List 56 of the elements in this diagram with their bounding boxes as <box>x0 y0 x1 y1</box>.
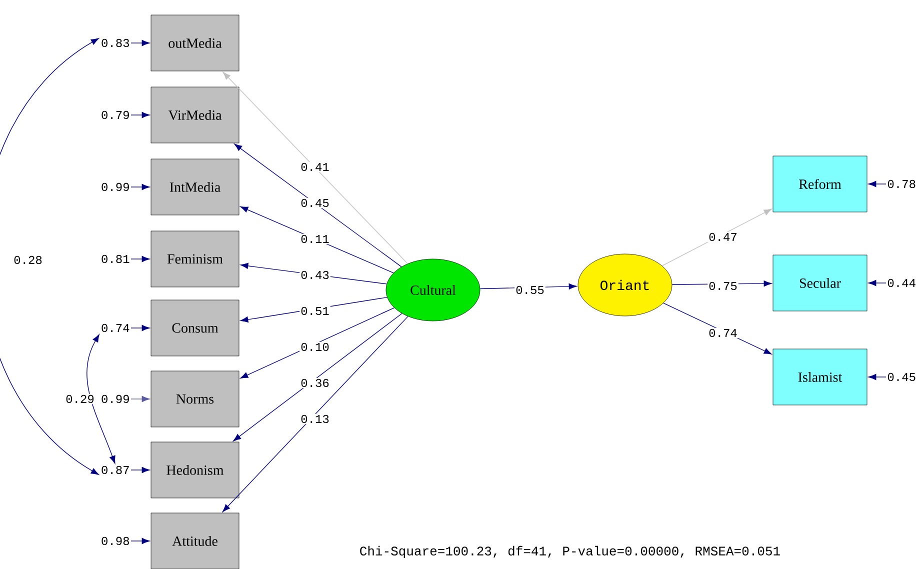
arrow <box>130 112 150 118</box>
edge-label: 0.75 <box>708 280 738 292</box>
fit-statistics: Chi-Square=100.23, df=41, P-value=0.00000, RMSEA=0.051 <box>360 546 780 558</box>
edge-label: 0.29 <box>64 394 96 404</box>
error-value: 0.87 <box>102 466 129 474</box>
arrow <box>868 374 886 380</box>
error-value: 0.74 <box>102 324 130 332</box>
edge-label: 0.10 <box>300 342 330 352</box>
arrow <box>868 181 886 187</box>
edge-label: 0.47 <box>708 232 738 242</box>
arrow <box>130 466 150 473</box>
edge-label: 0.36 <box>300 378 330 388</box>
error-value: 0.99 <box>102 394 129 404</box>
observed-box: Attitude <box>150 512 240 569</box>
arrow <box>662 208 772 266</box>
error-value: 0.44 <box>888 278 916 288</box>
error-value: 0.98 <box>102 536 130 546</box>
edge-label: 0.45 <box>300 198 330 208</box>
edge-label: 0.13 <box>300 414 330 424</box>
observed-box: outMedia <box>150 14 240 72</box>
arrow <box>130 256 150 262</box>
error-value: 0.78 <box>888 180 916 188</box>
arrow <box>130 324 150 331</box>
arrow <box>240 307 395 378</box>
error-value: 0.45 <box>888 372 916 382</box>
arrow <box>222 316 408 512</box>
observed-box: IntMedia <box>150 158 240 216</box>
error-value: 0.79 <box>102 110 129 120</box>
error-value: 0.83 <box>102 38 130 48</box>
observed-box: Norms <box>150 370 240 428</box>
observed-box: Reform <box>772 156 868 212</box>
arrow <box>130 396 150 402</box>
observed-box: VirMedia <box>150 86 240 144</box>
edge-label: 0.43 <box>300 270 330 280</box>
edge-label: 0.28 <box>12 254 44 266</box>
observed-box: Feminism <box>150 230 240 288</box>
arrow <box>130 538 150 544</box>
arrow <box>868 280 886 286</box>
error-value: 0.81 <box>102 254 130 264</box>
observed-box: Consum <box>150 300 240 356</box>
arrow <box>130 40 150 46</box>
edge-label: 0.55 <box>514 284 546 296</box>
observed-box: Islamist <box>772 348 868 406</box>
arrow <box>0 38 99 475</box>
error-value: 0.99 <box>102 182 129 192</box>
edge-label: 0.74 <box>708 328 738 338</box>
edge-label: 0.41 <box>300 162 330 172</box>
observed-box: Hedonism <box>150 442 240 498</box>
arrow <box>233 313 402 442</box>
arrow <box>86 334 116 464</box>
arrow <box>130 184 150 190</box>
observed-box: Secular <box>772 254 868 312</box>
edge-label: 0.11 <box>300 234 330 244</box>
edge-label: 0.51 <box>300 306 330 316</box>
arrow <box>222 72 408 264</box>
arrow <box>234 144 402 268</box>
